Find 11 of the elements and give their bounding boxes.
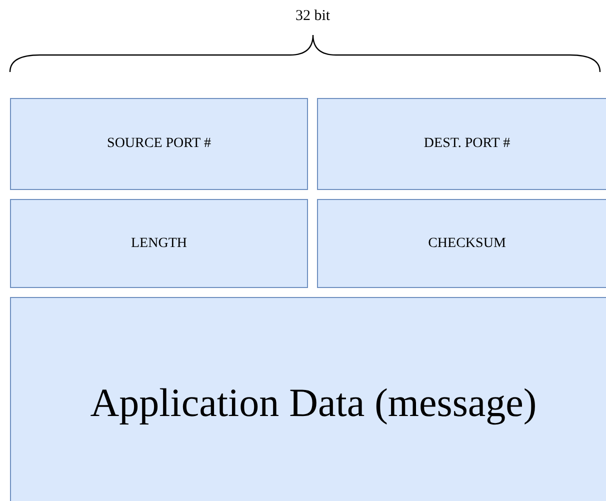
field-box [10,199,308,288]
field-label: CHECKSUM [428,236,506,252]
field-box [10,297,606,501]
field-label: DEST. PORT # [424,136,510,152]
field-label: Application Data (message) [90,378,537,426]
field-box [317,199,606,288]
field-label: LENGTH [131,236,187,252]
dimension-label: 32 bit [296,8,330,25]
field-label: SOURCE PORT # [107,136,211,152]
field-box [10,98,308,190]
field-box [317,98,606,190]
